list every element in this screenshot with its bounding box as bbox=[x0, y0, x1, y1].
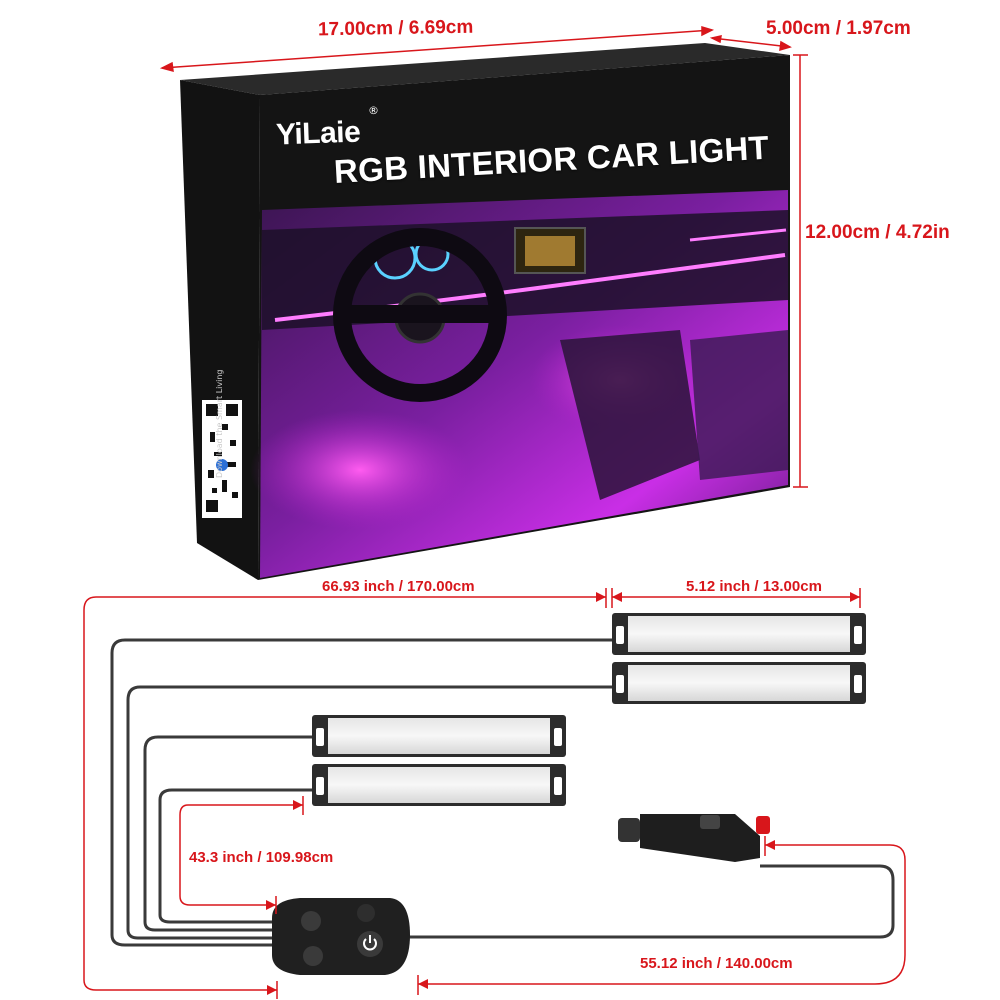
box-top-face bbox=[180, 43, 790, 95]
footwell-glow bbox=[250, 410, 470, 530]
cable-dimension-lines bbox=[83, 588, 906, 999]
steering-wheel bbox=[333, 228, 507, 402]
strip-length-label: 5.12 inch / 13.00cm bbox=[686, 578, 822, 595]
plug-tip bbox=[618, 818, 640, 842]
mic-dot bbox=[357, 904, 375, 922]
power-icon bbox=[363, 938, 377, 951]
seat bbox=[690, 330, 788, 480]
controller bbox=[272, 898, 410, 975]
mode-button bbox=[301, 911, 321, 931]
door-light-line bbox=[689, 228, 787, 242]
product-box bbox=[180, 43, 790, 580]
box-length-label: 17.00cm / 6.69cm bbox=[317, 16, 474, 41]
cable-dimension-arrows bbox=[266, 592, 860, 995]
box-side-text: Download the Smart Living bbox=[215, 369, 224, 478]
plug-body bbox=[640, 814, 760, 862]
box-depth-label: 5.00cm / 1.97cm bbox=[766, 18, 911, 39]
music-button bbox=[303, 946, 323, 966]
plug-indicator bbox=[756, 816, 770, 834]
qr-logo bbox=[216, 459, 228, 471]
main-cable-label: 66.93 inch / 170.00cm bbox=[322, 578, 475, 595]
light-strips bbox=[312, 613, 866, 806]
cigarette-plug bbox=[618, 814, 770, 862]
box-height-label: 12.00cm / 4.72in bbox=[805, 222, 950, 243]
screen-display bbox=[525, 236, 575, 266]
registered-mark: ® bbox=[368, 104, 379, 117]
front-cable-label: 43.3 inch / 109.98cm bbox=[189, 849, 334, 866]
box-dimension-lines bbox=[159, 25, 808, 488]
plug-button bbox=[700, 815, 720, 829]
plug-cable-label: 55.12 inch / 140.00cm bbox=[640, 955, 793, 972]
steering-spoke bbox=[350, 305, 490, 323]
cables bbox=[110, 638, 895, 947]
power-button bbox=[357, 931, 383, 957]
center-console bbox=[560, 330, 700, 500]
brand-logo: YiLaie bbox=[275, 115, 361, 152]
